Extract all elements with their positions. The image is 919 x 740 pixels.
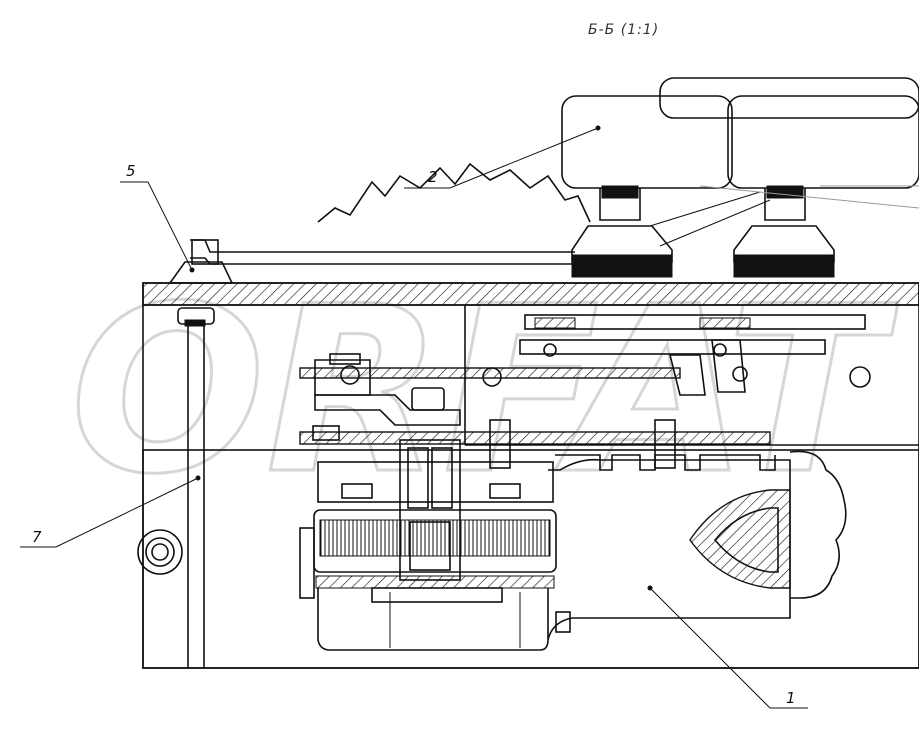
section-title: Б-Б (1:1) bbox=[588, 22, 659, 38]
actuator-cylinder bbox=[547, 450, 847, 641]
lower-plate bbox=[299, 419, 776, 471]
callout-2: 2 bbox=[428, 168, 438, 186]
control-rod bbox=[168, 239, 575, 284]
side-bushing bbox=[137, 529, 183, 575]
callout-7: 7 bbox=[32, 528, 42, 546]
gear-motor bbox=[299, 439, 557, 651]
break-line bbox=[317, 162, 591, 223]
leader-lines bbox=[20, 125, 808, 709]
callout-5: 5 bbox=[126, 162, 136, 180]
switch-block bbox=[561, 77, 919, 278]
vertical-pin bbox=[177, 307, 215, 668]
callout-1: 1 bbox=[786, 689, 796, 707]
linkage-plates bbox=[519, 314, 866, 396]
middle-rod bbox=[299, 353, 681, 426]
